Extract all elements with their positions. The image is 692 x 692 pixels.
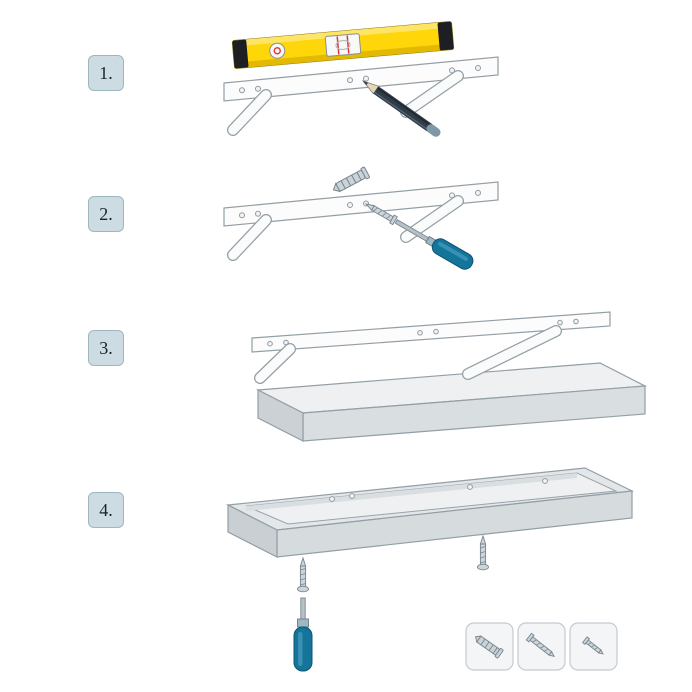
- mounting-bracket: [223, 181, 499, 227]
- round-vial: [269, 42, 286, 59]
- spirit-level: [231, 21, 455, 69]
- marking-pencil: [361, 80, 441, 137]
- center-vial: [324, 33, 362, 57]
- screwdriver: [394, 219, 474, 270]
- screw: [364, 203, 398, 226]
- support-rod-left: [227, 214, 272, 261]
- step-4-art: [225, 467, 635, 672]
- step-3-number: 3.: [88, 330, 124, 366]
- legend-item-wall-plug: [465, 622, 514, 671]
- support-rod-right: [462, 325, 562, 380]
- support-rod-left: [254, 343, 296, 384]
- shelf-board: [255, 362, 648, 442]
- mounting-bracket: [223, 56, 499, 102]
- short-screw-icon: [581, 636, 604, 655]
- step-3-art: [251, 311, 648, 442]
- step-1-art: [223, 21, 499, 137]
- legend-item-short-screw: [569, 622, 618, 671]
- long-screw-icon: [525, 632, 555, 658]
- screw: [297, 556, 309, 593]
- legend-item-long-screw: [517, 622, 566, 671]
- support-rod-left: [227, 89, 272, 136]
- mounting-bracket: [251, 311, 611, 353]
- step-1-number: 1.: [88, 55, 124, 91]
- wall-plug-icon: [475, 635, 504, 659]
- support-rod-right: [400, 70, 464, 118]
- wall-anchor: [332, 166, 370, 193]
- step-4-number: 4.: [88, 492, 124, 528]
- screwdriver: [293, 597, 313, 672]
- screw: [477, 534, 489, 571]
- step-2-art: [223, 166, 499, 270]
- shelf-underside: [225, 467, 635, 558]
- legend: [465, 622, 618, 671]
- step-2-number: 2.: [88, 196, 124, 232]
